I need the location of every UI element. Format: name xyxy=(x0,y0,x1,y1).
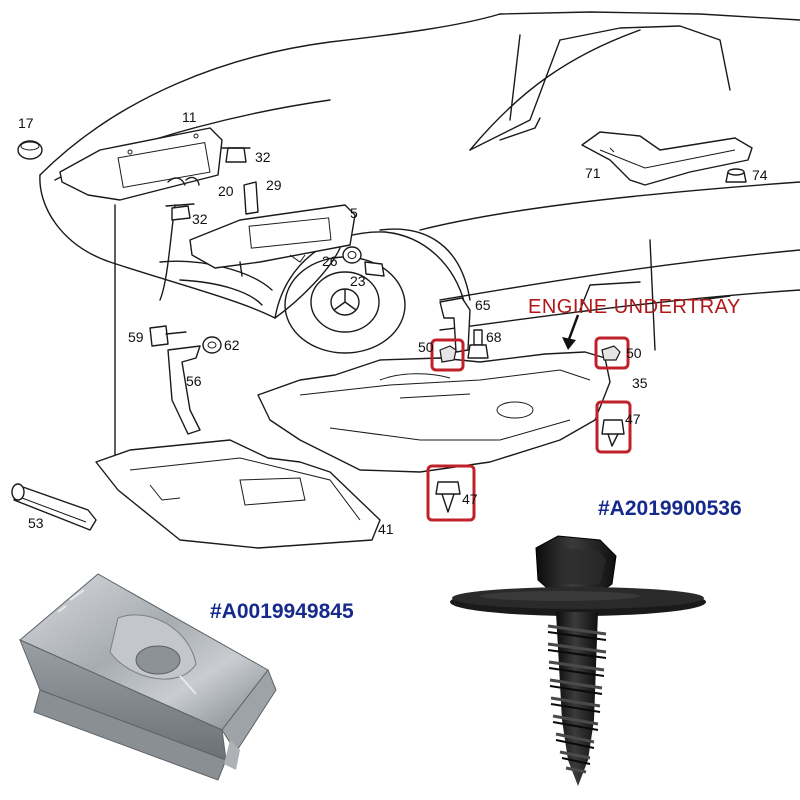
highlight-screw-47-right xyxy=(595,400,632,454)
bracket-20 xyxy=(243,181,259,215)
clip-50-left xyxy=(439,345,457,363)
grommet-17 xyxy=(17,140,43,160)
panel-5 xyxy=(189,204,356,277)
callout-5: 5 xyxy=(350,205,358,221)
bolt-68 xyxy=(467,329,489,359)
callout-35: 35 xyxy=(632,375,648,391)
tube-53 xyxy=(11,483,97,531)
callout-59: 59 xyxy=(128,329,144,345)
bracket-56 xyxy=(167,345,201,435)
highlight-screw-47-lower xyxy=(426,464,476,522)
callout-47-right: 47 xyxy=(625,411,641,427)
engine-undertray-title: ENGINE UNDERTRAY xyxy=(528,296,741,318)
callout-62: 62 xyxy=(224,337,240,353)
screw-photo xyxy=(450,535,706,786)
callout-11: 11 xyxy=(182,109,197,125)
callout-23: 23 xyxy=(350,273,366,289)
clip-50-right xyxy=(601,345,621,361)
undertray-main xyxy=(257,351,611,473)
bracket-65 xyxy=(439,297,471,353)
callout-labels: 17 11 32 32 20 29 5 26 23 71 74 65 68 50… xyxy=(18,109,768,537)
clip-part-number: #A0019949845 xyxy=(210,600,354,623)
bolt-23 xyxy=(364,261,385,277)
callout-47-lower: 47 xyxy=(462,491,478,507)
clip-photo xyxy=(19,573,277,781)
callout-32-lower: 32 xyxy=(192,211,208,227)
title-arrow xyxy=(562,314,580,350)
nut-62 xyxy=(202,336,222,354)
callout-53: 53 xyxy=(28,515,44,531)
bolt-32-upper xyxy=(221,147,251,163)
screw-47-lower-art xyxy=(435,481,461,513)
callout-68: 68 xyxy=(486,329,502,345)
bolt-32-lower xyxy=(165,203,195,221)
undertray-41 xyxy=(95,439,381,549)
callout-29: 29 xyxy=(266,177,282,193)
callout-50-right: 50 xyxy=(626,345,642,361)
nut-74 xyxy=(725,168,747,183)
bolt-59 xyxy=(149,325,187,347)
callout-74: 74 xyxy=(752,167,768,183)
callout-65: 65 xyxy=(475,297,491,313)
washer-26 xyxy=(342,246,362,264)
callout-17: 17 xyxy=(18,115,34,131)
panel-11 xyxy=(59,127,223,471)
callout-26: 26 xyxy=(322,253,338,269)
callout-32-upper: 32 xyxy=(255,149,271,165)
callout-56: 56 xyxy=(186,373,202,389)
callout-41: 41 xyxy=(378,521,394,537)
callout-50-left: 50 xyxy=(418,339,434,355)
tray-71 xyxy=(581,131,753,186)
screw-part-number: #A2019900536 xyxy=(598,497,742,520)
callout-71: 71 xyxy=(585,165,601,181)
screw-47-right-art xyxy=(601,419,625,447)
highlight-clip-50-left xyxy=(430,338,465,372)
callout-20: 20 xyxy=(218,183,234,199)
highlight-clip-50-right xyxy=(594,336,630,370)
